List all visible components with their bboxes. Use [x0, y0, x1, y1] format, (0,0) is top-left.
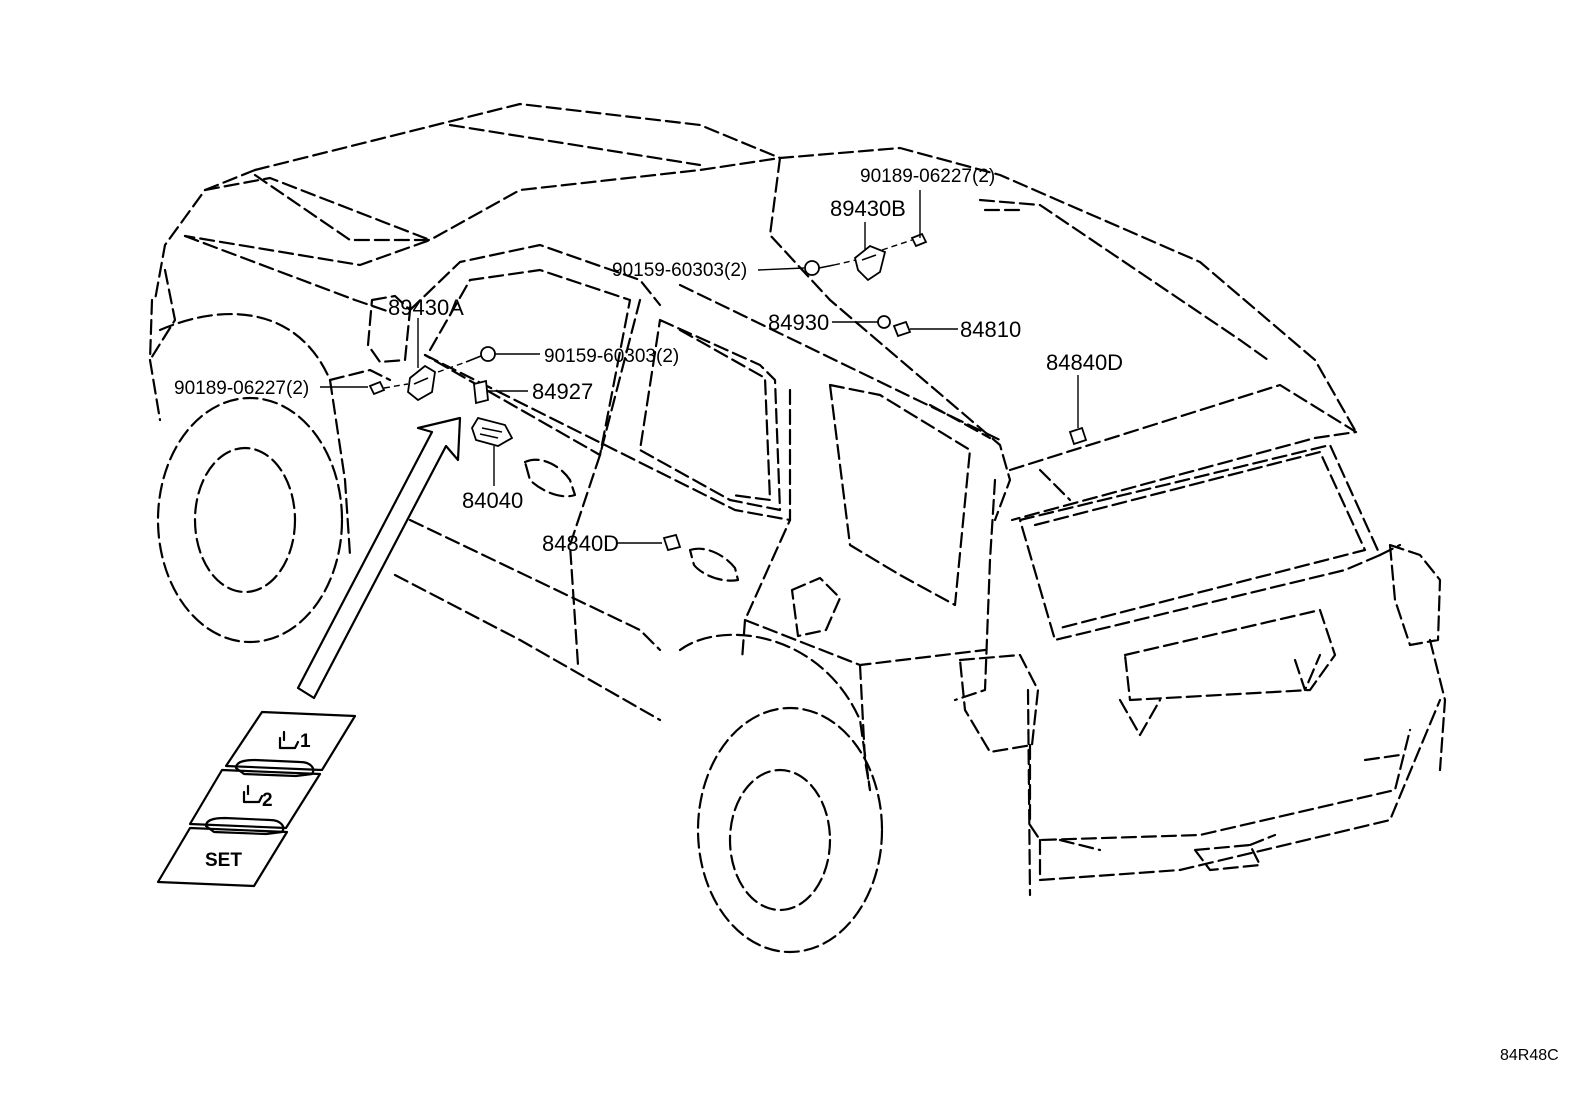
callout-84810: 84810	[960, 317, 1021, 342]
memory-button-1-label: 1	[300, 731, 311, 752]
memory-button-set-label: SET	[205, 850, 242, 871]
part-89430a-switch	[407, 364, 436, 402]
memory-switch-inset: 1 2 SET	[156, 710, 357, 888]
part-84840d-door	[662, 533, 682, 552]
memory-button-set: SET	[156, 826, 289, 888]
callout-84840d-door: 84840D	[542, 531, 619, 556]
leader-lines	[320, 190, 1079, 544]
callout-90189-left: 90189-06227(2)	[174, 378, 309, 399]
callout-labels: 90189-06227(2) 89430B 90159-60303(2) 849…	[174, 166, 1123, 556]
callout-84930: 84930	[768, 310, 829, 335]
vehicle-body	[148, 102, 1447, 954]
callout-90159-top: 90159-60303(2)	[612, 260, 747, 281]
memory-button-1: 1	[224, 710, 357, 772]
callout-84040: 84040	[462, 488, 523, 513]
memory-button-2: 2	[188, 768, 322, 830]
part-90159-top-screw	[804, 260, 835, 276]
callout-84927: 84927	[532, 379, 593, 404]
part-90189-left-bolt	[368, 380, 386, 396]
part-90159-left-screw	[465, 346, 496, 363]
callout-89430a: 89430A	[388, 295, 464, 320]
part-84930	[877, 315, 891, 329]
callout-89430b: 89430B	[830, 196, 906, 221]
memory-button-2-label: 2	[262, 790, 273, 811]
callout-90159-left: 90159-60303(2)	[544, 346, 679, 367]
callout-90189-top: 90189-06227(2)	[860, 166, 995, 187]
callout-84840d-roof: 84840D	[1046, 350, 1123, 375]
location-arrow	[296, 416, 462, 700]
part-84927	[473, 379, 489, 405]
diagram-id: 84R48C	[1500, 1047, 1559, 1064]
part-84810	[892, 320, 912, 338]
part-89430b-switch	[853, 244, 887, 282]
part-90189-top-bolt	[910, 232, 928, 248]
part-84040-switch-assembly	[471, 416, 514, 447]
part-84840d-roof	[1068, 426, 1088, 446]
